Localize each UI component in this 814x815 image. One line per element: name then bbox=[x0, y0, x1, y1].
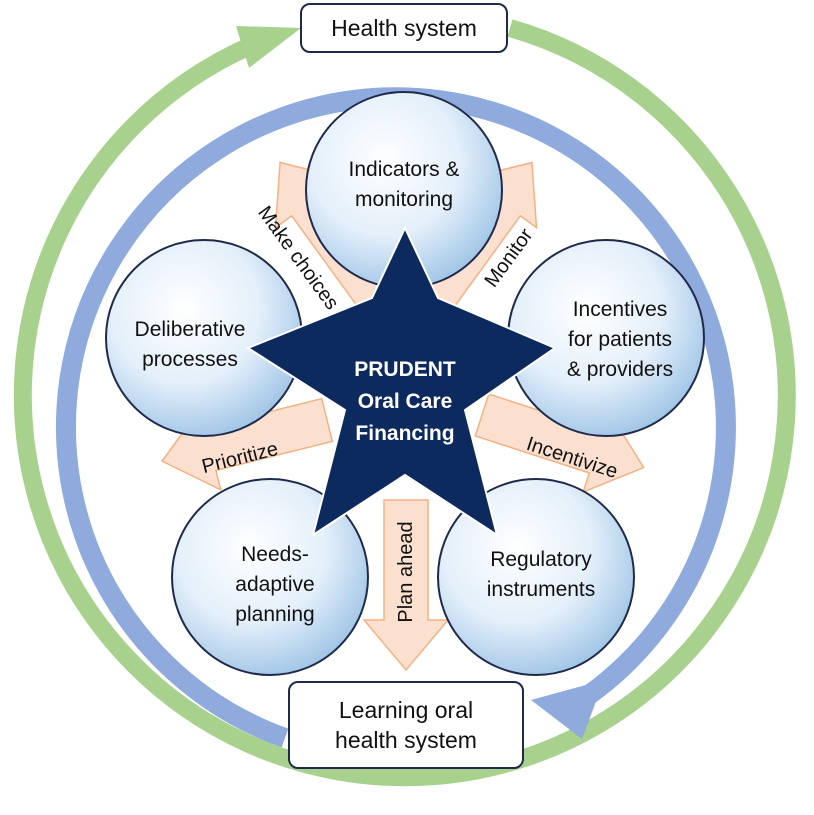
bubble-needs-label: Needs- adaptive planning bbox=[235, 543, 315, 626]
label-health-system: Health system bbox=[300, 3, 508, 53]
bubble-incentives-label: Incentives for patients & providers bbox=[566, 298, 674, 381]
center-title: PRUDENT Oral Care Financing bbox=[354, 358, 456, 445]
outer-cycle-ring bbox=[13, 19, 796, 787]
bubble-indicators-label: Indicators & monitoring bbox=[348, 158, 460, 211]
center-star bbox=[245, 225, 558, 538]
outer-cycle-arrowhead bbox=[236, 26, 301, 68]
inner-cycle-arrowhead bbox=[531, 680, 604, 739]
bubble-regulatory-label: Regulatory instruments bbox=[486, 548, 596, 601]
bubble-deliberative-label: Deliberative processes bbox=[134, 318, 246, 371]
arrow-label-plan-ahead: Plan ahead bbox=[394, 521, 417, 623]
arrow-prioritize bbox=[160, 397, 334, 492]
inner-cycle-ring bbox=[55, 87, 736, 748]
label-learning-oral-health-system: Learning oral health system bbox=[288, 681, 524, 769]
arrow-plan-ahead bbox=[362, 499, 450, 672]
